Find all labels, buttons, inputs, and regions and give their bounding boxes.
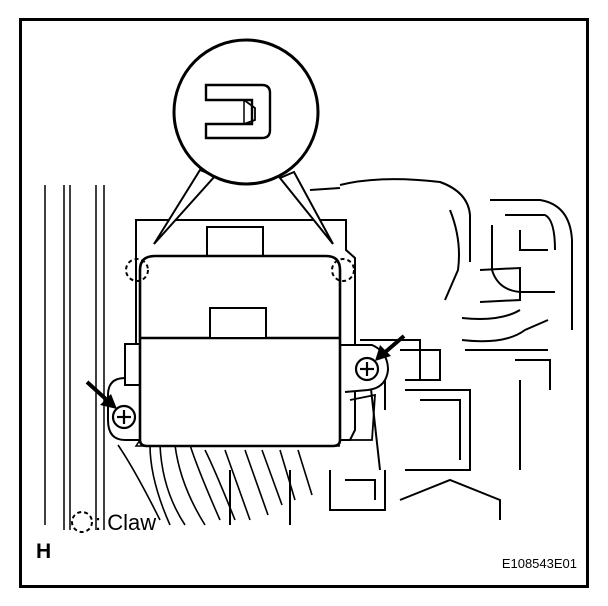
legend-text: : Claw	[95, 510, 156, 535]
cover-latch	[209, 307, 267, 339]
left-side-clip	[124, 343, 141, 386]
right-background-parts	[229, 178, 573, 525]
screw-icon	[354, 356, 380, 382]
magnifier-leader-lines	[153, 168, 334, 245]
box-base-edge	[134, 439, 340, 447]
arrow-icon	[375, 334, 406, 361]
wire-harness	[117, 444, 313, 526]
figure-frame	[19, 18, 589, 588]
section-letter: H	[36, 540, 51, 563]
screw-icon	[111, 404, 137, 430]
top-connector	[206, 226, 264, 258]
claw-symbol	[71, 511, 93, 533]
magnifier-callout	[172, 38, 320, 186]
left-panel-lines	[44, 185, 105, 530]
figure-code: E108543E01	[502, 556, 577, 571]
claw-marker-right	[331, 258, 355, 282]
claw-marker-left	[125, 258, 149, 282]
relay-box-cover	[138, 254, 342, 448]
claw-detail	[204, 83, 272, 140]
legend: : Claw	[71, 510, 156, 535]
arrow-icon	[85, 380, 117, 409]
right-bracket-edge	[349, 393, 376, 441]
